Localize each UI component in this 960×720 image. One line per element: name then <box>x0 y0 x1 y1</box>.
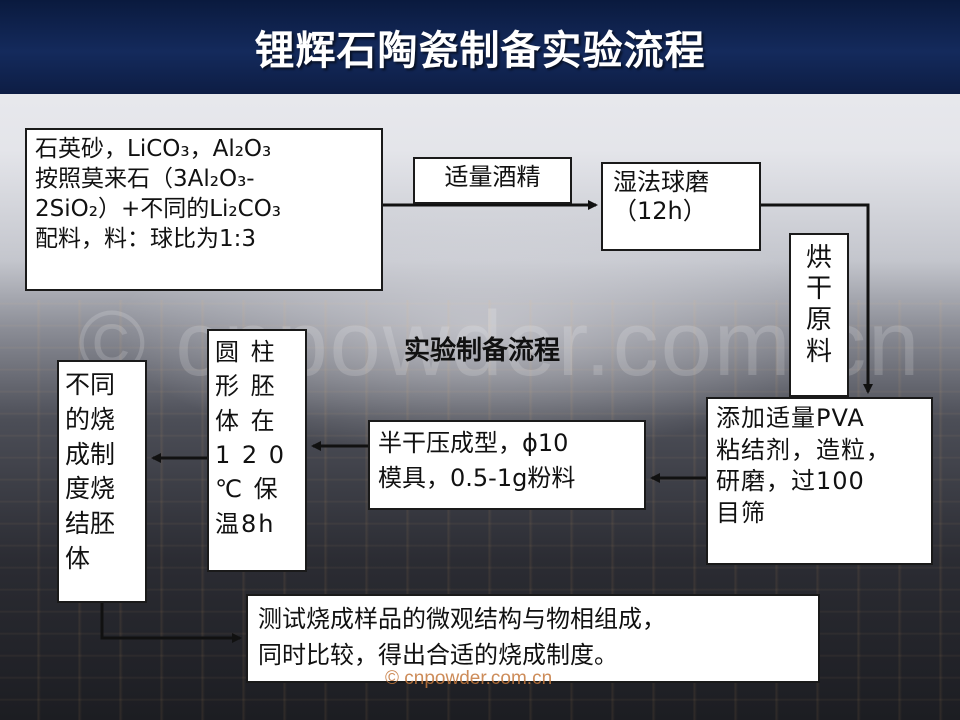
flow-center-label: 实验制备流程 <box>404 336 561 366</box>
step-drying-text: 烘 干 原 料 <box>805 243 832 367</box>
step-pressing: 半干压成型，ϕ10 模具，0.5-1g粉料 <box>368 420 646 510</box>
step-raw-materials: 石英砂，LiCO₃，Al₂O₃ 按照莫来石（3Al₂O₃- 2SiO₂）+不同的… <box>25 128 383 291</box>
step-sintering-text: 不同 的烧 成制 度烧 结胚 体 <box>65 370 116 573</box>
step-add-pva-text: 添加适量PVA 粘结剂，造粒， 研磨，过100 目筛 <box>716 404 891 528</box>
step-wet-milling-text: 湿法球磨 （12h） <box>613 168 709 226</box>
step-alcohol-text: 适量酒精 <box>444 163 541 191</box>
step-testing-text: 测试烧成样品的微观结构与物相组成， 同时比较，得出合适的烧成制度。 <box>258 605 666 669</box>
step-pressing-text: 半干压成型，ϕ10 模具，0.5-1g粉料 <box>378 429 576 492</box>
step-add-pva: 添加适量PVA 粘结剂，造粒， 研磨，过100 目筛 <box>706 397 933 565</box>
step-alcohol: 适量酒精 <box>413 157 572 204</box>
watermark-small: © cnpowder.com.cn <box>385 668 553 689</box>
page-title: 锂辉石陶瓷制备实验流程 <box>254 28 706 74</box>
step-testing: 测试烧成样品的微观结构与物相组成， 同时比较，得出合适的烧成制度。 <box>246 594 820 683</box>
step-raw-materials-text: 石英砂，LiCO₃，Al₂O₃ 按照莫来石（3Al₂O₃- 2SiO₂）+不同的… <box>35 136 282 253</box>
step-sintering: 不同 的烧 成制 度烧 结胚 体 <box>57 360 147 603</box>
arrow-mill-to-pva <box>761 203 873 394</box>
step-green-body: 圆 柱 形 胚 体 在 1 2 0 ℃ 保 温8h <box>207 329 307 572</box>
arrow-sinter-to-test <box>100 603 242 643</box>
step-green-body-text: 圆 柱 形 胚 体 在 1 2 0 ℃ 保 温8h <box>215 338 287 538</box>
step-drying: 烘 干 原 料 <box>789 233 849 397</box>
step-wet-milling: 湿法球磨 （12h） <box>601 162 761 251</box>
title-bar: 锂辉石陶瓷制备实验流程 <box>0 0 960 94</box>
